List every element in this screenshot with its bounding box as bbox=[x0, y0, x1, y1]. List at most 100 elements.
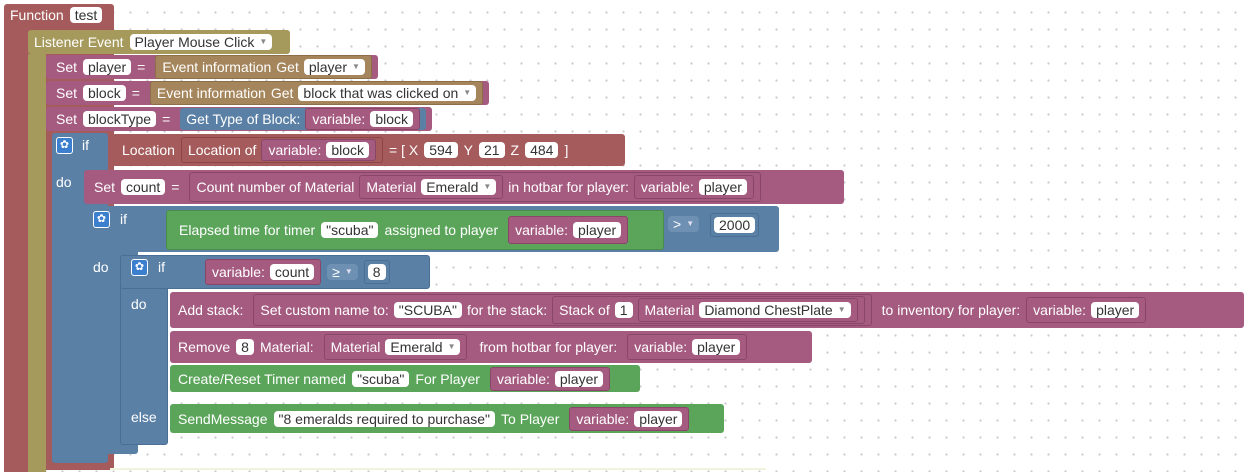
x-coordinate-field[interactable]: 594 bbox=[424, 142, 458, 158]
create-timer-block[interactable]: Create/Reset Timer named "scuba" For Pla… bbox=[170, 365, 640, 392]
number-block[interactable]: 8 bbox=[363, 260, 390, 284]
gear-icon[interactable]: ✿ bbox=[93, 211, 110, 228]
variable-name-field[interactable]: player bbox=[698, 179, 747, 195]
event-field-dropdown[interactable]: block that was clicked on ▼ bbox=[298, 85, 477, 101]
assigned-label: assigned to player bbox=[384, 222, 499, 238]
gear-icon[interactable]: ✿ bbox=[131, 259, 148, 276]
location-of-block[interactable]: Location of variable: block bbox=[180, 137, 384, 163]
create-timer-label: Create/Reset Timer named bbox=[178, 370, 347, 387]
material-block[interactable]: Material Emerald▼ bbox=[359, 175, 504, 199]
coordinate-open: = [ X bbox=[389, 142, 419, 158]
variable-block[interactable]: variable: player bbox=[1026, 297, 1147, 323]
variable-label: variable: bbox=[576, 410, 630, 427]
variable-label: variable: bbox=[496, 370, 550, 387]
function-block-body bbox=[4, 26, 28, 472]
timer-name-field[interactable]: "scuba" bbox=[352, 370, 410, 387]
variable-block[interactable]: variable: player bbox=[627, 334, 748, 360]
variable-name-field[interactable]: block bbox=[83, 85, 126, 101]
remove-material-block[interactable]: Remove 8 Material: Material Emerald▼ fro… bbox=[170, 331, 812, 363]
gear-icon[interactable]: ✿ bbox=[56, 137, 73, 154]
number-block[interactable]: 2000 bbox=[710, 213, 760, 237]
equals-sign: = bbox=[162, 111, 171, 127]
variable-name-field[interactable]: player bbox=[692, 339, 741, 355]
set-keyword: Set bbox=[56, 59, 78, 75]
z-coordinate-field[interactable]: 484 bbox=[525, 142, 559, 158]
variable-name-field[interactable]: block bbox=[326, 142, 370, 158]
material-block[interactable]: Material Emerald▼ bbox=[323, 334, 468, 360]
stack-quantity-field[interactable]: 1 bbox=[614, 302, 633, 318]
for-stack-label: for the stack: bbox=[466, 302, 548, 318]
event-information-block[interactable]: Event information Get player▼ bbox=[155, 55, 372, 79]
material-value: Emerald bbox=[390, 339, 443, 355]
equals-sign: = bbox=[137, 59, 146, 75]
custom-name-field[interactable]: "SCUBA" bbox=[393, 302, 462, 318]
variable-name-field[interactable]: player bbox=[573, 222, 622, 238]
get-type-of-block[interactable]: Get Type of Block: variable: block bbox=[180, 108, 426, 130]
variable-name-field[interactable]: player bbox=[634, 410, 683, 427]
variable-block[interactable]: variable: player bbox=[633, 175, 754, 199]
set-block-block[interactable]: Set block = Event information Get block … bbox=[46, 81, 490, 105]
number-value-field[interactable]: 8 bbox=[367, 264, 386, 280]
variable-name-field[interactable]: player bbox=[554, 370, 604, 387]
variable-name-field[interactable]: count bbox=[269, 264, 315, 280]
location-block[interactable]: Location Location of variable: block = [… bbox=[112, 134, 625, 166]
dropdown-arrow-icon: ▼ bbox=[463, 88, 472, 97]
add-stack-block[interactable]: Add stack: Set custom name to: "SCUBA" f… bbox=[170, 292, 1244, 328]
material-dropdown[interactable]: Emerald▼ bbox=[385, 339, 461, 355]
set-count-block[interactable]: Set count = Count number of Material Mat… bbox=[84, 170, 844, 204]
set-player-block[interactable]: Set player = Event information Get playe… bbox=[46, 55, 378, 79]
material-value: Emerald bbox=[426, 179, 479, 195]
variable-block[interactable]: variable: block bbox=[261, 139, 377, 161]
in-hotbar-label: in hotbar for player: bbox=[508, 179, 629, 195]
comparison-operator-dropdown[interactable]: ≥▼ bbox=[327, 264, 358, 280]
material-block[interactable]: Material Diamond ChestPlate▼ bbox=[637, 298, 858, 322]
stack-of-label: Stack of bbox=[559, 302, 610, 318]
variable-block[interactable]: variable: count bbox=[205, 259, 322, 285]
function-header: Function test bbox=[10, 5, 108, 25]
send-message-block[interactable]: SendMessage "8 emeralds required to purc… bbox=[170, 404, 724, 433]
remove-quantity-field[interactable]: 8 bbox=[236, 339, 254, 355]
y-coordinate-field[interactable]: 21 bbox=[478, 142, 505, 158]
function-name-field[interactable]: test bbox=[69, 7, 103, 23]
elapsed-time-block[interactable]: Elapsed time for timer "scuba" assigned … bbox=[166, 210, 664, 250]
variable-block[interactable]: variable: player bbox=[489, 366, 611, 391]
equals-sign: = bbox=[171, 179, 180, 195]
y-label: Y bbox=[463, 142, 473, 158]
variable-name-field[interactable]: player bbox=[83, 59, 132, 75]
variable-block[interactable]: variable: block bbox=[305, 108, 420, 130]
operator-value: ≥ bbox=[332, 264, 340, 280]
variable-label: variable: bbox=[515, 222, 569, 238]
count-material-block[interactable]: Count number of Material Material Emeral… bbox=[189, 172, 761, 202]
stack-of-block[interactable]: Stack of 1 Material Diamond ChestPlate▼ bbox=[552, 296, 865, 324]
material-dropdown[interactable]: Emerald▼ bbox=[421, 179, 497, 195]
event-information-label: Event information bbox=[156, 85, 266, 101]
material-value: Diamond ChestPlate bbox=[704, 302, 833, 318]
event-type-dropdown[interactable]: Player Mouse Click ▼ bbox=[129, 34, 273, 50]
variable-block[interactable]: variable: player bbox=[569, 406, 690, 431]
event-type-value: Player Mouse Click bbox=[134, 34, 255, 50]
to-inventory-label: to inventory for player: bbox=[881, 302, 1021, 318]
set-custom-name-block[interactable]: Set custom name to: "SCUBA" for the stac… bbox=[253, 294, 872, 326]
for-player-label: For Player bbox=[415, 370, 480, 387]
event-field-dropdown[interactable]: player▼ bbox=[303, 59, 365, 75]
listener-event-header: Listener Event Player Mouse Click▼ bbox=[34, 31, 278, 53]
message-text-field[interactable]: "8 emeralds required to purchase" bbox=[273, 410, 496, 427]
number-value-field[interactable]: 2000 bbox=[714, 217, 756, 233]
variable-name-field[interactable]: player bbox=[1091, 302, 1140, 318]
variable-name-field[interactable]: blockType bbox=[83, 111, 157, 127]
material-dropdown[interactable]: Diamond ChestPlate▼ bbox=[699, 302, 851, 318]
dropdown-arrow-icon: ▼ bbox=[686, 219, 695, 228]
timer-name-field[interactable]: "scuba" bbox=[321, 222, 379, 238]
dropdown-arrow-icon: ▼ bbox=[259, 37, 268, 46]
event-information-block[interactable]: Event information Get block that was cli… bbox=[149, 81, 484, 105]
event-field-value: block that was clicked on bbox=[303, 85, 459, 101]
comparison-operator-dropdown[interactable]: >▼ bbox=[668, 216, 700, 232]
set-blocktype-block[interactable]: Set blockType = Get Type of Block: varia… bbox=[46, 107, 432, 131]
set-custom-name-label: Set custom name to: bbox=[260, 302, 389, 318]
function-keyword: Function bbox=[10, 7, 64, 23]
variable-name-field[interactable]: block bbox=[370, 111, 413, 127]
variable-name-field[interactable]: count bbox=[121, 179, 166, 195]
do-keyword: do bbox=[93, 259, 109, 275]
variable-block[interactable]: variable: player bbox=[508, 216, 629, 244]
to-player-label: To Player bbox=[501, 410, 560, 427]
